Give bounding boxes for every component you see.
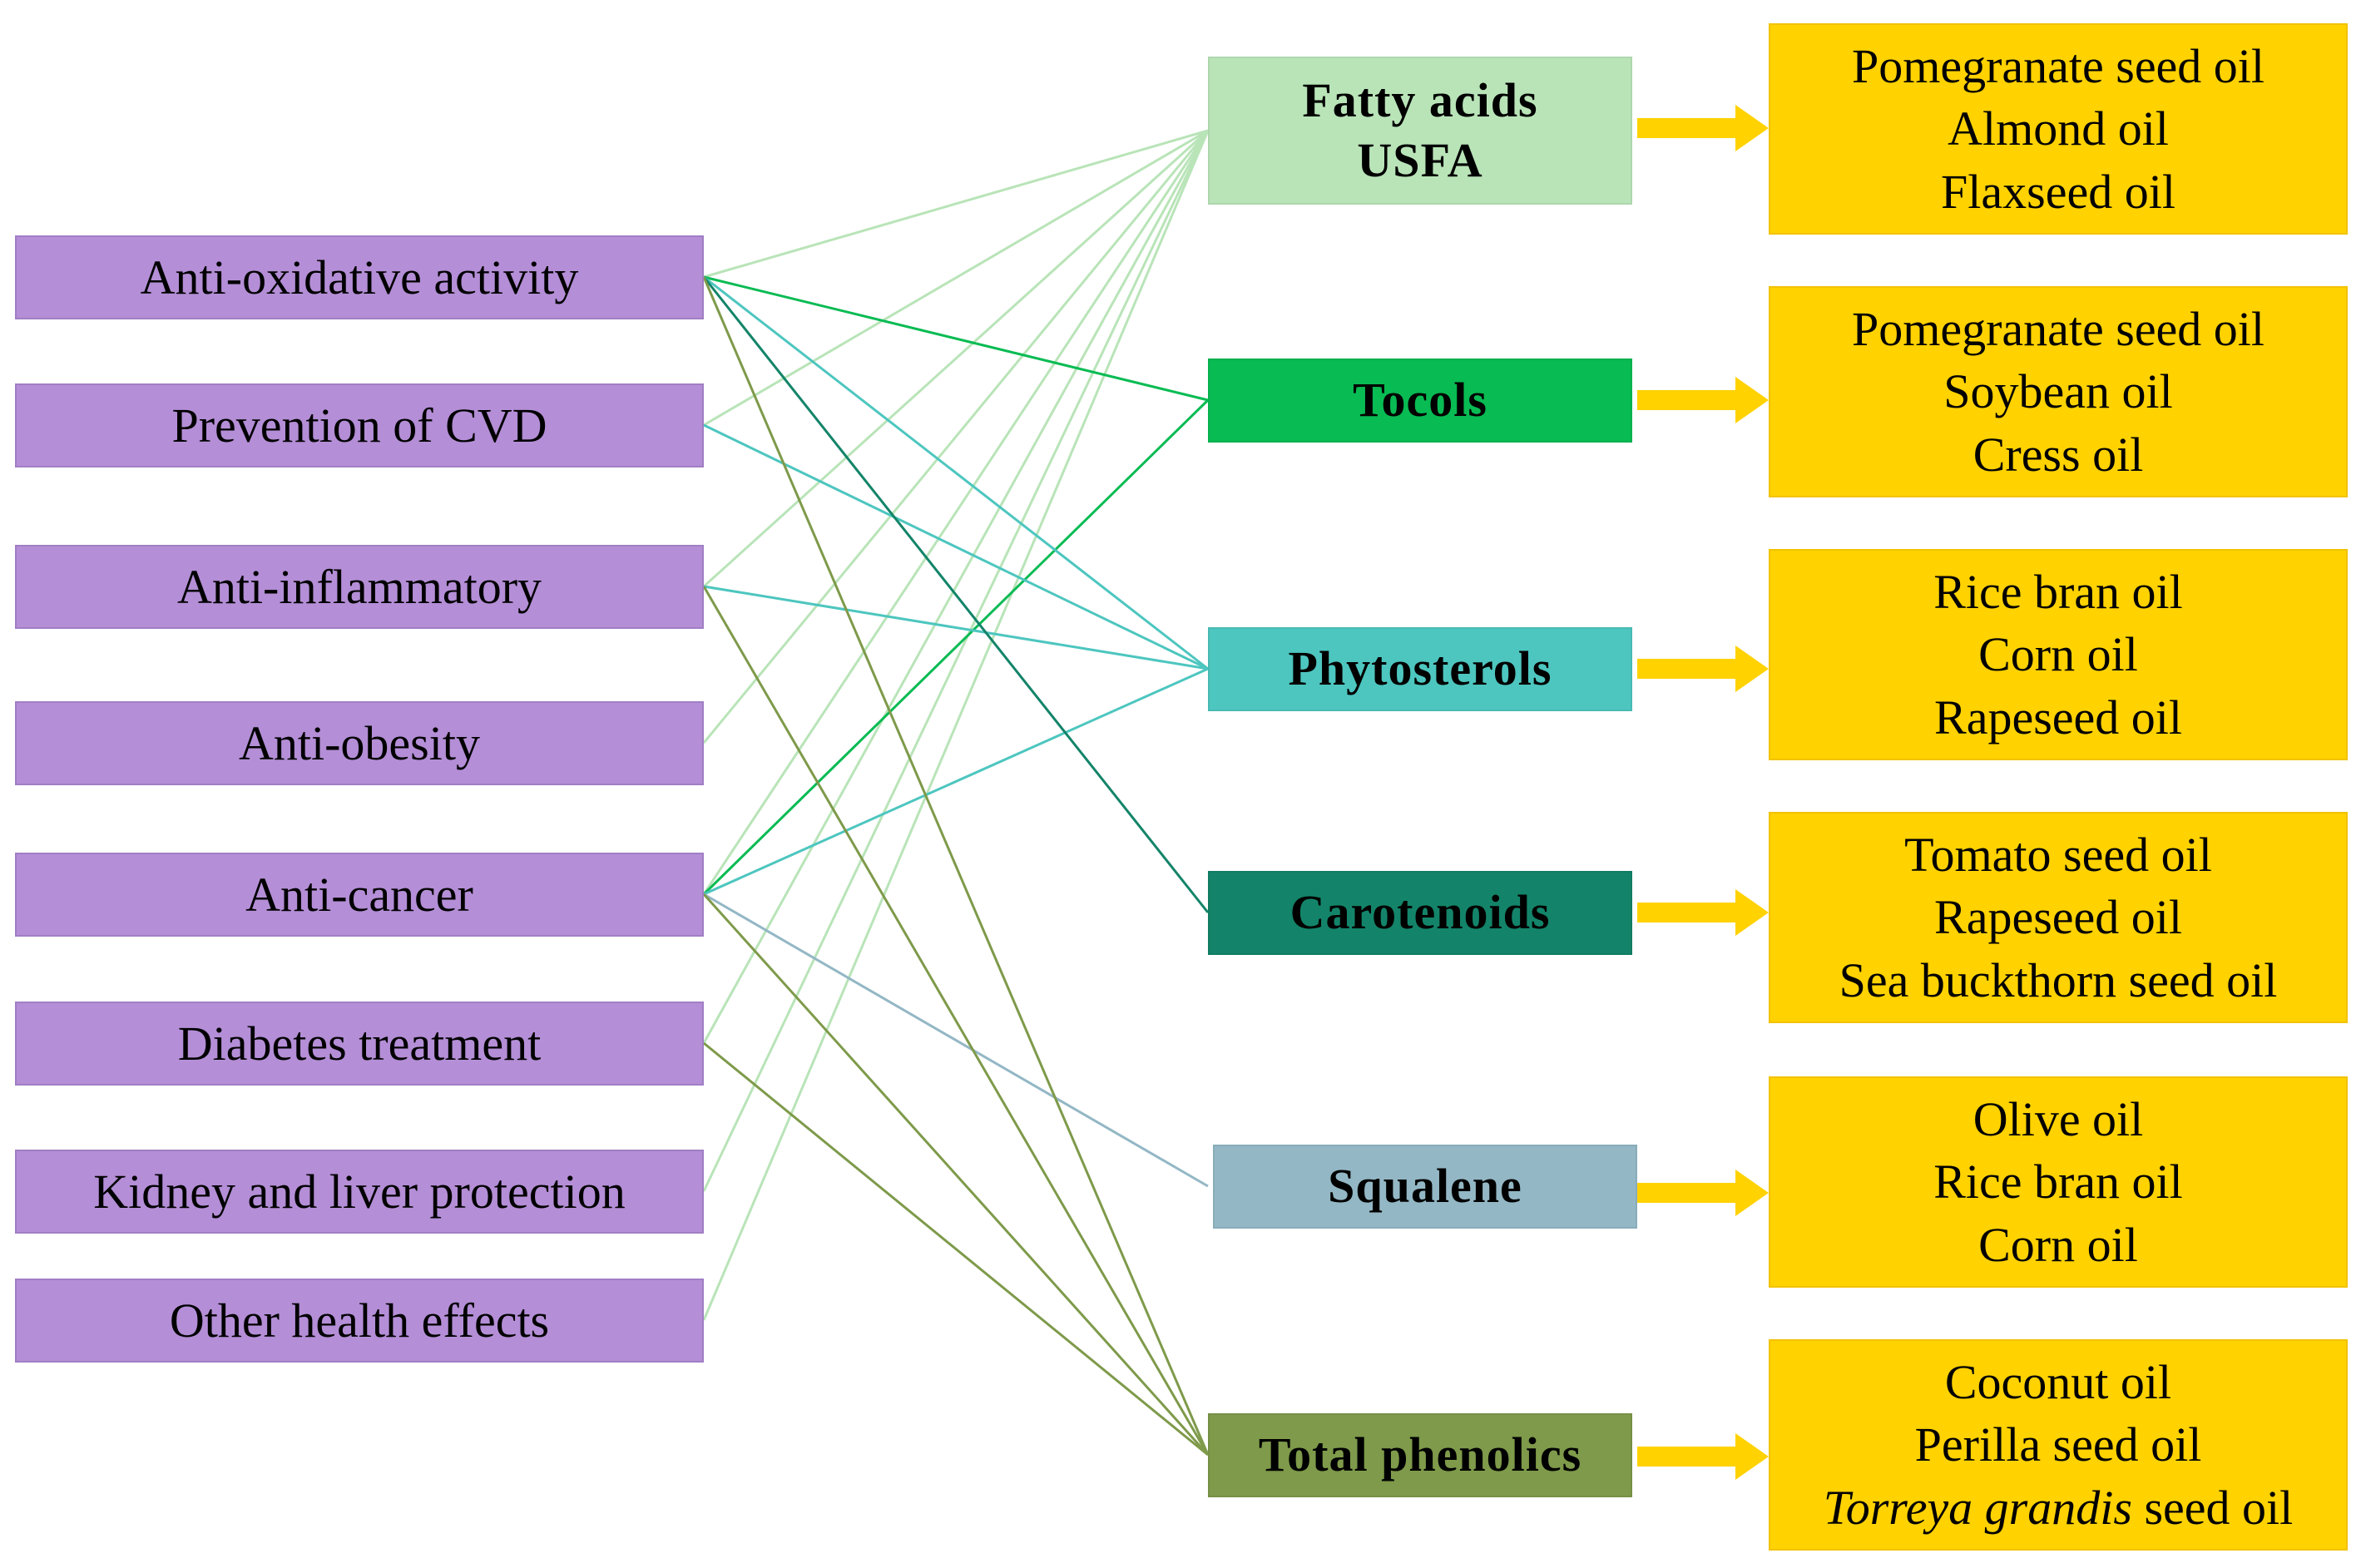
compound-box-squalene: Squalene bbox=[1213, 1145, 1637, 1229]
link-line bbox=[702, 893, 1210, 1457]
effect-label: Prevention of CVD bbox=[171, 398, 547, 453]
oil-name: Rapeseed oil bbox=[1934, 690, 2182, 744]
effect-box-cvd: Prevention of CVD bbox=[15, 383, 704, 467]
effect-label: Anti-inflammatory bbox=[176, 560, 542, 614]
link-line bbox=[702, 276, 1210, 913]
effect-label: Diabetes treatment bbox=[177, 1016, 542, 1071]
compound-box-total-phenolics: Total phenolics bbox=[1208, 1413, 1632, 1497]
effect-label: Kidney and liver protection bbox=[93, 1165, 626, 1219]
oil-name: Perilla seed oil bbox=[1914, 1417, 2202, 1472]
effect-box-anti-cancer: Anti-cancer bbox=[15, 853, 704, 937]
link-line bbox=[702, 130, 1210, 744]
link-line bbox=[702, 130, 1210, 1044]
arrow-right-icon bbox=[1637, 1170, 1769, 1216]
link-line bbox=[702, 130, 1210, 1192]
oil-name: Rapeseed oil bbox=[1934, 890, 2182, 945]
compound-label: Tocols bbox=[1353, 373, 1487, 428]
arrow-right-icon bbox=[1637, 377, 1769, 423]
oil-name: Sea buckthorn seed oil bbox=[1839, 952, 2278, 1007]
oil-name: Corn oil bbox=[1978, 1217, 2138, 1272]
oil-name-italic: Torreya grandis bbox=[1823, 1480, 2132, 1535]
arrow-right-icon bbox=[1637, 646, 1769, 692]
compound-box-phytosterols: Phytosterols bbox=[1208, 627, 1632, 711]
oil-name: Torreya grandis seed oil bbox=[1824, 1476, 2293, 1539]
link-line bbox=[703, 129, 1209, 279]
oil-source-box-phytosterols: Rice bran oil Corn oil Rapeseed oil bbox=[1769, 549, 2348, 760]
effect-label: Anti-cancer bbox=[245, 868, 473, 922]
link-line bbox=[703, 893, 1209, 1188]
link-line bbox=[702, 130, 1210, 895]
effect-box-diabetes: Diabetes treatment bbox=[15, 1002, 704, 1086]
link-line bbox=[703, 275, 1209, 670]
effect-box-anti-obesity: Anti-obesity bbox=[15, 701, 704, 785]
oil-source-box-squalene: Olive oil Rice bran oil Corn oil bbox=[1769, 1076, 2348, 1288]
oil-name: Almond oil bbox=[1948, 101, 2169, 156]
arrow-right-icon bbox=[1637, 889, 1769, 936]
compound-label: Fatty acids bbox=[1302, 72, 1538, 127]
effect-label: Other health effects bbox=[169, 1293, 550, 1348]
oil-name: Flaxseed oil bbox=[1941, 164, 2175, 219]
effect-label: Anti-obesity bbox=[239, 716, 480, 770]
arrow-right-icon bbox=[1637, 105, 1769, 151]
oil-name: Olive oil bbox=[1972, 1091, 2144, 1146]
compound-sublabel: USFA bbox=[1357, 133, 1483, 187]
oil-name-rest: seed oil bbox=[2131, 1480, 2294, 1535]
oil-name: Soybean oil bbox=[1943, 364, 2173, 419]
oil-name: Rice bran oil bbox=[1933, 564, 2183, 619]
effect-box-kidney-liver: Kidney and liver protection bbox=[15, 1150, 704, 1234]
link-line bbox=[703, 1041, 1209, 1457]
oil-name: Rice bran oil bbox=[1933, 1155, 2183, 1209]
oil-name: Cress oil bbox=[1972, 427, 2144, 482]
link-line bbox=[703, 585, 1209, 670]
link-line bbox=[702, 276, 1210, 1456]
effect-box-anti-oxidative: Anti-oxidative activity bbox=[15, 235, 704, 319]
oil-name: Pomegranate seed oil bbox=[1851, 38, 2265, 93]
link-line bbox=[702, 398, 1210, 896]
link-line bbox=[703, 667, 1209, 896]
oil-source-box-carotenoids: Tomato seed oil Rapeseed oil Sea bucktho… bbox=[1769, 812, 2348, 1023]
oil-name: Corn oil bbox=[1978, 627, 2138, 682]
link-line bbox=[702, 130, 1210, 1321]
oil-source-box-tocols: Pomegranate seed oil Soybean oil Cress o… bbox=[1769, 286, 2348, 497]
compound-label: Total phenolics bbox=[1258, 1427, 1582, 1482]
compound-label: Squalene bbox=[1328, 1159, 1522, 1214]
oil-name: Pomegranate seed oil bbox=[1851, 301, 2265, 356]
link-line bbox=[703, 423, 1209, 670]
effect-label: Anti-oxidative activity bbox=[140, 250, 579, 304]
compound-label: Carotenoids bbox=[1289, 885, 1551, 940]
arrow-right-icon bbox=[1637, 1433, 1769, 1480]
link-line bbox=[702, 586, 1210, 1456]
link-line bbox=[702, 129, 1210, 588]
compound-box-tocols: Tocols bbox=[1208, 359, 1632, 443]
oil-source-box-total-phenolics: Coconut oil Perilla seed oil Torreya gra… bbox=[1769, 1339, 2348, 1551]
compound-box-carotenoids: Carotenoids bbox=[1208, 871, 1632, 955]
link-line bbox=[703, 275, 1209, 402]
oil-source-box-fatty-acids: Pomegranate seed oil Almond oil Flaxseed… bbox=[1769, 23, 2348, 235]
effect-box-other: Other health effects bbox=[15, 1279, 704, 1363]
oil-name: Coconut oil bbox=[1944, 1354, 2172, 1409]
link-line bbox=[703, 129, 1209, 427]
effect-box-anti-inflammatory: Anti-inflammatory bbox=[15, 545, 704, 629]
oil-name: Tomato seed oil bbox=[1904, 827, 2212, 882]
compound-label: Phytosterols bbox=[1288, 641, 1552, 696]
